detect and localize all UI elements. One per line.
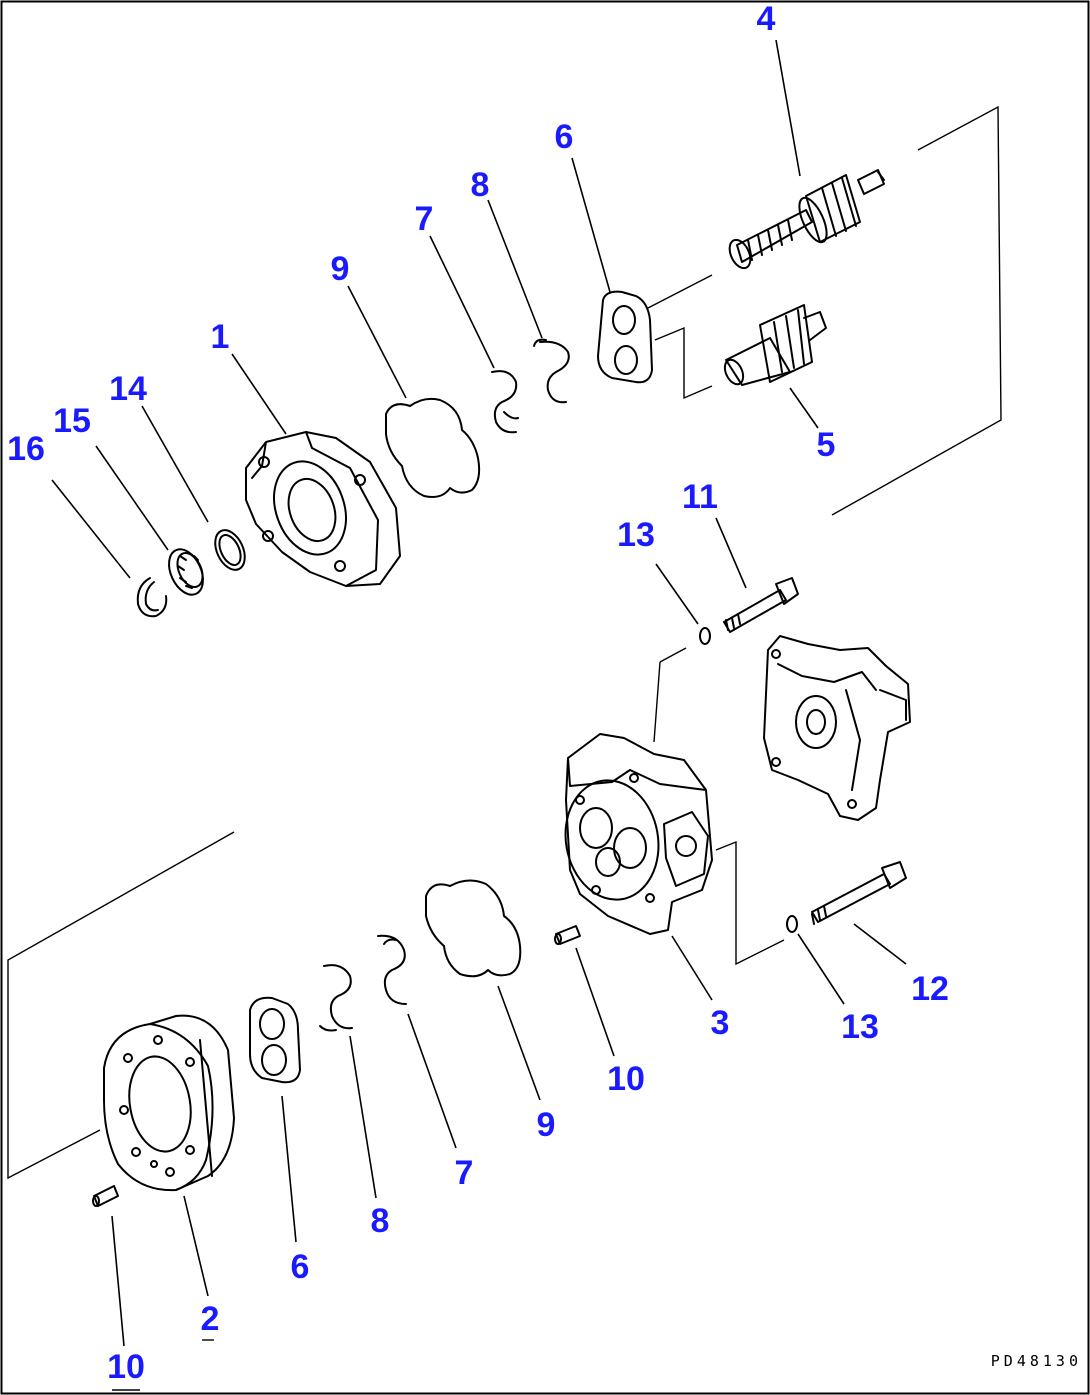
part-7-seal-ring-upper <box>491 370 519 434</box>
part-9-gasket-upper <box>385 397 481 498</box>
callout-11: 11 <box>682 478 718 516</box>
callout-15: 15 <box>53 402 91 440</box>
leader-lines <box>51 39 907 1347</box>
part-12-long-bolt <box>811 861 907 925</box>
part-2-gear-housing <box>103 1014 235 1192</box>
part-13-washer-upper <box>699 627 711 645</box>
drawing-code: PD48130 <box>991 1352 1082 1370</box>
part-11-bolt <box>723 577 799 633</box>
callout-6-lower: 6 <box>291 1248 310 1286</box>
part-3-center-body <box>564 733 713 935</box>
callout-10-upper: 10 <box>607 1060 645 1098</box>
callout-13-upper: 13 <box>617 516 655 554</box>
callout-8-lower: 8 <box>371 1202 390 1240</box>
callout-12: 12 <box>911 970 949 1008</box>
callout-2: 2 <box>201 1300 220 1338</box>
part-15-oil-seal <box>168 548 204 596</box>
part-8-backup-ring-upper <box>533 338 570 404</box>
group-line-lower-bolt <box>715 840 785 966</box>
callout-13-lower: 13 <box>841 1008 879 1046</box>
group-line-upper-bolt <box>659 647 687 663</box>
callout-9-lower: 9 <box>537 1106 556 1144</box>
group-line-upper-bolt-2 <box>653 661 661 743</box>
part-6-bushing-plate-upper <box>597 290 653 384</box>
callout-3: 3 <box>711 1004 730 1042</box>
part-5-driven-gear <box>723 304 827 386</box>
part-4-drive-shaft <box>728 169 885 270</box>
callout-1: 1 <box>211 318 230 356</box>
callout-9-upper: 9 <box>331 250 350 288</box>
upper-group-bracket <box>647 105 1002 516</box>
callout-10-lower: 10 <box>107 1348 145 1386</box>
part-8-backup-ring-lower <box>319 964 353 1032</box>
part-10-dowel-pin-upper <box>554 925 581 945</box>
rear-gear-case <box>763 635 911 821</box>
callout-14: 14 <box>109 370 147 408</box>
part-6-bushing-plate-lower <box>249 996 301 1084</box>
part-13-washer-lower <box>786 915 798 933</box>
callout-4: 4 <box>757 0 776 38</box>
part-1-front-cover <box>245 431 401 587</box>
callout-16: 16 <box>7 430 45 468</box>
part-14-snap-ring <box>214 529 246 571</box>
part-9-gasket-lower <box>425 879 522 978</box>
part-10-dowel-pin-lower <box>92 1185 119 1207</box>
callout-6-upper: 6 <box>555 118 574 156</box>
part-16-snap-ring <box>136 577 168 618</box>
callout-7-upper: 7 <box>415 200 434 238</box>
callout-5: 5 <box>817 426 836 464</box>
callout-8-upper: 8 <box>471 166 490 204</box>
callout-7-lower: 7 <box>455 1154 474 1192</box>
lower-group-bracket <box>7 831 235 1180</box>
part-7-seal-ring-lower <box>377 934 407 1005</box>
